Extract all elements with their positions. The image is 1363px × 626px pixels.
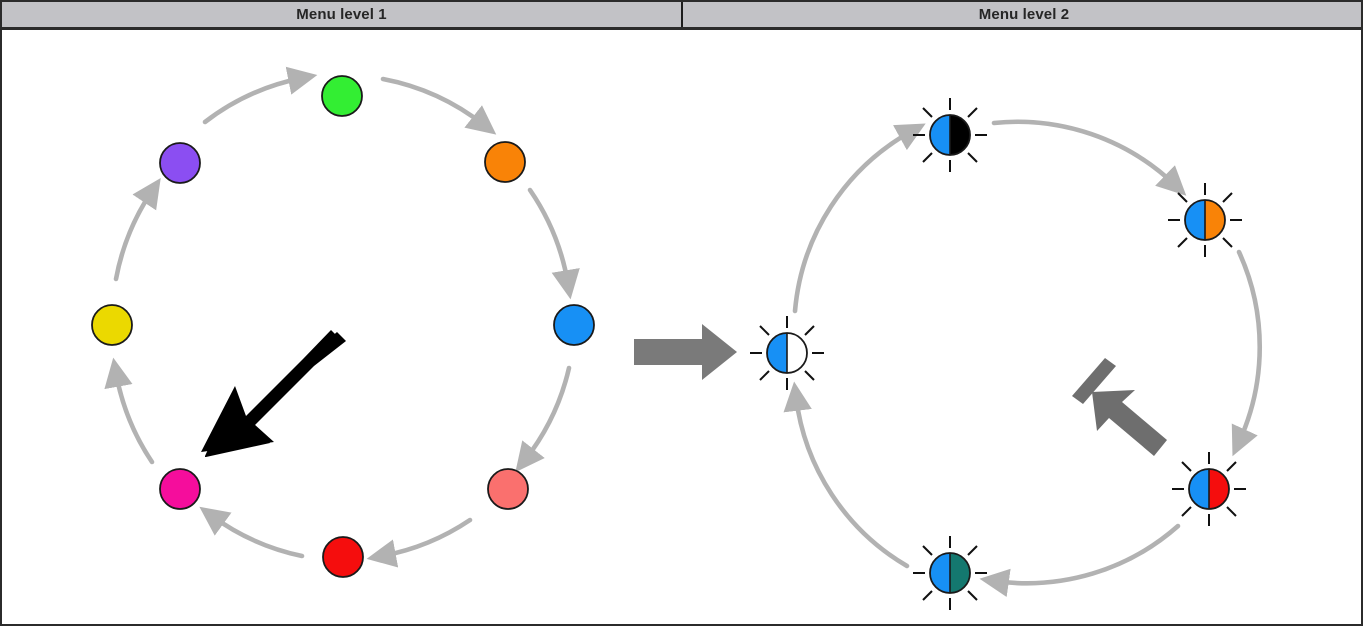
black-pointer-arrow-shape bbox=[201, 330, 340, 452]
node-blue-black[interactable] bbox=[913, 98, 987, 172]
hit-node-purple[interactable] bbox=[158, 141, 202, 185]
ring1-arrows bbox=[104, 66, 580, 568]
node-orange[interactable] bbox=[484, 141, 526, 183]
hit-node-blue-white[interactable] bbox=[765, 331, 809, 375]
sparkle-rays bbox=[913, 536, 987, 610]
sparkle-rays bbox=[750, 316, 824, 390]
hit-node-blue-teal[interactable] bbox=[928, 551, 972, 595]
ring1-arrow-magenta-yellow bbox=[104, 357, 155, 465]
node-blue-white[interactable] bbox=[750, 316, 824, 390]
node-blue-teal[interactable] bbox=[913, 536, 987, 610]
ring2-arrow-black-orange bbox=[991, 119, 1187, 196]
ring1-arrow-yellow-purple bbox=[113, 178, 161, 282]
gray-slash-mark bbox=[1072, 358, 1116, 404]
ring1-arrow-purple-green bbox=[202, 66, 318, 125]
hit-node-green[interactable] bbox=[320, 74, 364, 118]
hit-node-yellow[interactable] bbox=[90, 303, 134, 347]
node-blue-red[interactable] bbox=[1172, 452, 1246, 526]
ring2-arrow-white-black bbox=[792, 123, 926, 314]
node-yellow[interactable] bbox=[91, 304, 133, 346]
gray-pointer-arrow bbox=[1072, 358, 1167, 456]
panel-header-bar: Menu level 1 Menu level 2 bbox=[2, 2, 1361, 30]
menu-level-1-ring bbox=[91, 66, 595, 578]
node-green[interactable] bbox=[321, 75, 363, 117]
ring2-arrow-red-teal bbox=[979, 523, 1181, 598]
hit-node-blue-black[interactable] bbox=[928, 113, 972, 157]
menu-level-2-ring bbox=[750, 98, 1263, 610]
ring1-arrow-salmon-red bbox=[366, 517, 473, 568]
ring1-arrow-green-orange bbox=[380, 76, 497, 135]
sparkle-rays bbox=[913, 98, 987, 172]
ring2-arrow-orange-red bbox=[1231, 249, 1263, 457]
ring2-arrow-teal-white bbox=[783, 381, 910, 569]
ring1-arrow-blue-salmon bbox=[515, 365, 572, 473]
panel-title-menu-level-1: Menu level 1 bbox=[2, 2, 683, 27]
hit-node-blue-red[interactable] bbox=[1187, 467, 1231, 511]
panel-title-menu-level-2: Menu level 2 bbox=[683, 2, 1361, 27]
hit-node-red[interactable] bbox=[321, 535, 365, 579]
transition-arrow bbox=[634, 324, 737, 380]
hit-node-salmon[interactable] bbox=[486, 467, 530, 511]
node-blue[interactable] bbox=[553, 304, 595, 346]
node-purple[interactable] bbox=[159, 142, 201, 184]
node-magenta[interactable] bbox=[159, 468, 201, 510]
hit-node-orange[interactable] bbox=[483, 140, 527, 184]
ring1-arrow-red-magenta bbox=[199, 506, 305, 559]
sparkle-rays bbox=[1168, 183, 1242, 257]
diagram-canvas bbox=[2, 30, 1361, 624]
ring2-arrows bbox=[783, 119, 1263, 598]
ring1-arrow-orange-blue bbox=[527, 187, 580, 300]
hit-node-magenta[interactable] bbox=[158, 467, 202, 511]
hit-node-blue-orange[interactable] bbox=[1183, 198, 1227, 242]
sparkle-rays bbox=[1172, 452, 1246, 526]
node-blue-orange[interactable] bbox=[1168, 183, 1242, 257]
node-red[interactable] bbox=[322, 536, 364, 578]
hit-node-blue[interactable] bbox=[552, 303, 596, 347]
node-salmon[interactable] bbox=[487, 468, 529, 510]
